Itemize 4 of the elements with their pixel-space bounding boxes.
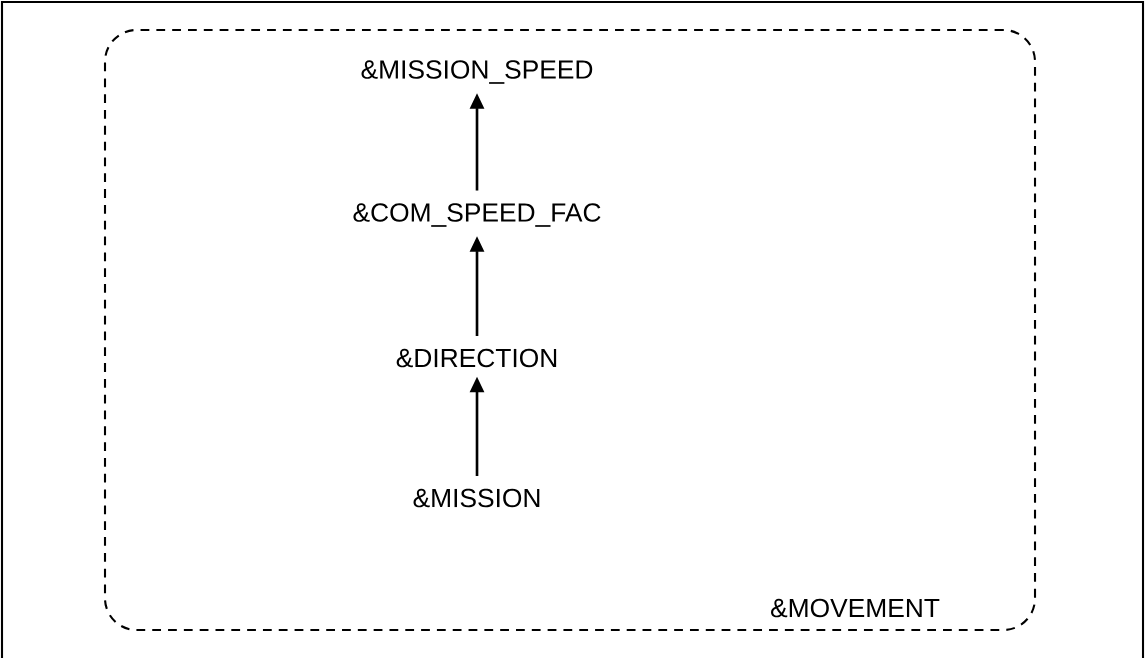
- variable-label: &MISSION_SPEED: [361, 60, 593, 84]
- variable-label: &COM_SPEED_FAC: [353, 203, 601, 227]
- variable-label: &MISSION: [413, 488, 540, 508]
- variable-label: &DIRECTION: [396, 348, 557, 368]
